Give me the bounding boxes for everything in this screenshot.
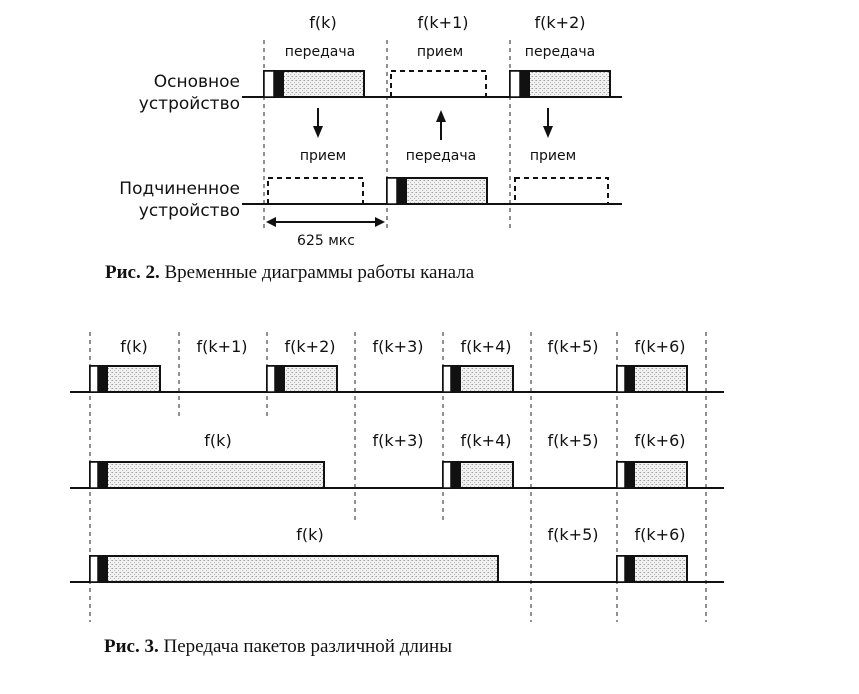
slave-action: прием [530, 148, 576, 164]
packet-5-slot [89, 555, 499, 583]
packet-receive [390, 70, 487, 98]
figure-2: f(k) f(k+1) f(k+2) передача прием переда… [105, 13, 622, 283]
master-device-label: Основное [154, 72, 240, 92]
duration-marker [266, 217, 385, 227]
figure-3-caption: Рис. 3. Передача пакетов различной длины [104, 636, 452, 657]
figure-3: f(k) f(k+1) f(k+2) f(k+3) f(k+4) f(k+5) … [70, 332, 724, 657]
slot-label: f(k+3) [373, 337, 424, 356]
master-action: прием [417, 44, 463, 60]
arrow-down [313, 108, 323, 138]
slave-action: передача [406, 148, 476, 164]
packet-1-slot [266, 365, 338, 393]
packet-transmit [386, 177, 488, 205]
packet-3-slot [89, 461, 325, 489]
figure-3-title: Передача пакетов различной длины [159, 636, 452, 657]
packet-1-slot [89, 365, 161, 393]
packet-transmit [263, 70, 365, 98]
figure-2-title: Временные диаграммы работы канала [160, 262, 475, 283]
slot-label: f(k+6) [635, 431, 686, 450]
figure-3-number: Рис. 3. [104, 636, 159, 657]
slave-device-label: устройство [139, 201, 240, 221]
packet-1-slot [616, 461, 688, 489]
figure-2-number: Рис. 2. [105, 262, 160, 283]
packet-1-slot [442, 365, 514, 393]
slot-label: f(k) [309, 13, 336, 32]
slot-label: f(k+1) [197, 337, 248, 356]
slot-label: f(k+2) [285, 337, 336, 356]
packet-1-slot [616, 365, 688, 393]
slave-action: прием [300, 148, 346, 164]
duration-label: 625 мкс [297, 233, 355, 249]
master-action: передача [525, 44, 595, 60]
packet-receive [514, 177, 609, 205]
slot-label: f(k+5) [548, 431, 599, 450]
slot-label: f(k+3) [373, 431, 424, 450]
packet-receive [267, 177, 364, 205]
slot-label: f(k+6) [635, 337, 686, 356]
slot-label: f(k+1) [418, 13, 469, 32]
slot-label: f(k) [120, 337, 147, 356]
slot-label: f(k+6) [635, 525, 686, 544]
master-device-label: устройство [139, 94, 240, 114]
arrow-up [436, 110, 446, 140]
slot-label: f(k+4) [461, 431, 512, 450]
packet-1-slot [442, 461, 514, 489]
slot-label: f(k+4) [461, 337, 512, 356]
packet-transmit [509, 70, 611, 98]
figure-2-caption: Рис. 2. Временные диаграммы работы канал… [105, 262, 475, 283]
packet-1-slot [616, 555, 688, 583]
slot-label: f(k+5) [548, 337, 599, 356]
slot-label: f(k+2) [535, 13, 586, 32]
slot-label: f(k) [296, 525, 323, 544]
arrow-down [543, 108, 553, 138]
master-action: передача [285, 44, 355, 60]
slot-label: f(k+5) [548, 525, 599, 544]
slave-device-label: Подчиненное [119, 179, 240, 199]
slot-label: f(k) [204, 431, 231, 450]
